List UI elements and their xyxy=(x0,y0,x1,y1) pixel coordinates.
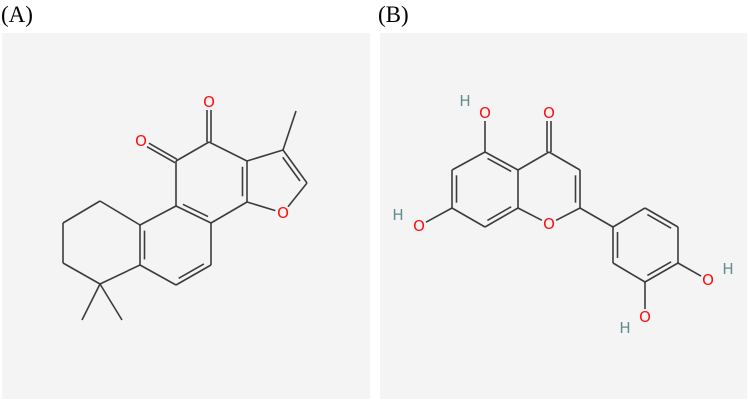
oxygen-atom: O xyxy=(135,132,147,150)
hydrogen-atom: H xyxy=(459,92,470,110)
bond xyxy=(81,283,101,321)
inner-double-bond xyxy=(182,203,209,218)
bond xyxy=(210,201,248,224)
hydrogen-atom: H xyxy=(392,206,403,224)
bond xyxy=(484,151,519,171)
bond xyxy=(246,201,276,212)
bond xyxy=(451,151,486,171)
hydroxyl-oxygen-atom: O xyxy=(702,271,714,289)
bond xyxy=(579,207,614,228)
hydroxyl-oxygen-atom: O xyxy=(413,217,425,235)
ring-oxygen-atom: O xyxy=(543,215,555,233)
inner-double-bond xyxy=(646,213,672,229)
bond xyxy=(517,207,543,222)
hydroxyl-oxygen-atom: O xyxy=(479,104,491,122)
bond xyxy=(62,200,101,224)
bond xyxy=(282,110,297,151)
oxygen-atom: O xyxy=(203,93,215,111)
hydrogen-atom: H xyxy=(619,319,630,337)
bond xyxy=(99,200,141,226)
panel-label-b: (B) xyxy=(378,2,409,27)
bond xyxy=(425,207,453,223)
bond xyxy=(677,262,702,277)
bond xyxy=(555,207,581,222)
bond xyxy=(517,151,550,171)
bond xyxy=(175,264,212,286)
bond xyxy=(287,182,308,208)
bond xyxy=(612,262,646,283)
inner-double-bond xyxy=(487,157,512,173)
bond xyxy=(644,262,679,283)
bond xyxy=(139,205,177,226)
bond xyxy=(62,262,101,285)
bond xyxy=(175,141,210,162)
bond xyxy=(484,207,519,228)
bond xyxy=(282,149,308,184)
bond xyxy=(246,149,284,162)
panel-label-a: (A) xyxy=(1,2,33,27)
hydroxyl-oxygen-atom: O xyxy=(639,308,651,326)
bond xyxy=(548,151,581,171)
panel-a-background xyxy=(2,33,370,399)
inner-double-bond xyxy=(178,263,205,279)
hydrogen-atom: H xyxy=(722,260,733,278)
bond xyxy=(644,207,679,228)
bond xyxy=(208,141,248,162)
double-bond xyxy=(146,146,176,164)
inner-double-bond xyxy=(646,261,672,277)
bond xyxy=(139,264,177,286)
inner-double-bond xyxy=(486,206,512,222)
bond xyxy=(612,207,646,228)
bond xyxy=(451,207,486,228)
bond xyxy=(175,205,212,224)
furan-oxygen-atom: O xyxy=(277,204,289,222)
inner-double-bond xyxy=(282,156,301,182)
double-bond xyxy=(148,142,178,160)
carbonyl-oxygen-atom: O xyxy=(543,104,555,122)
bond xyxy=(99,283,123,321)
bond xyxy=(99,264,141,285)
